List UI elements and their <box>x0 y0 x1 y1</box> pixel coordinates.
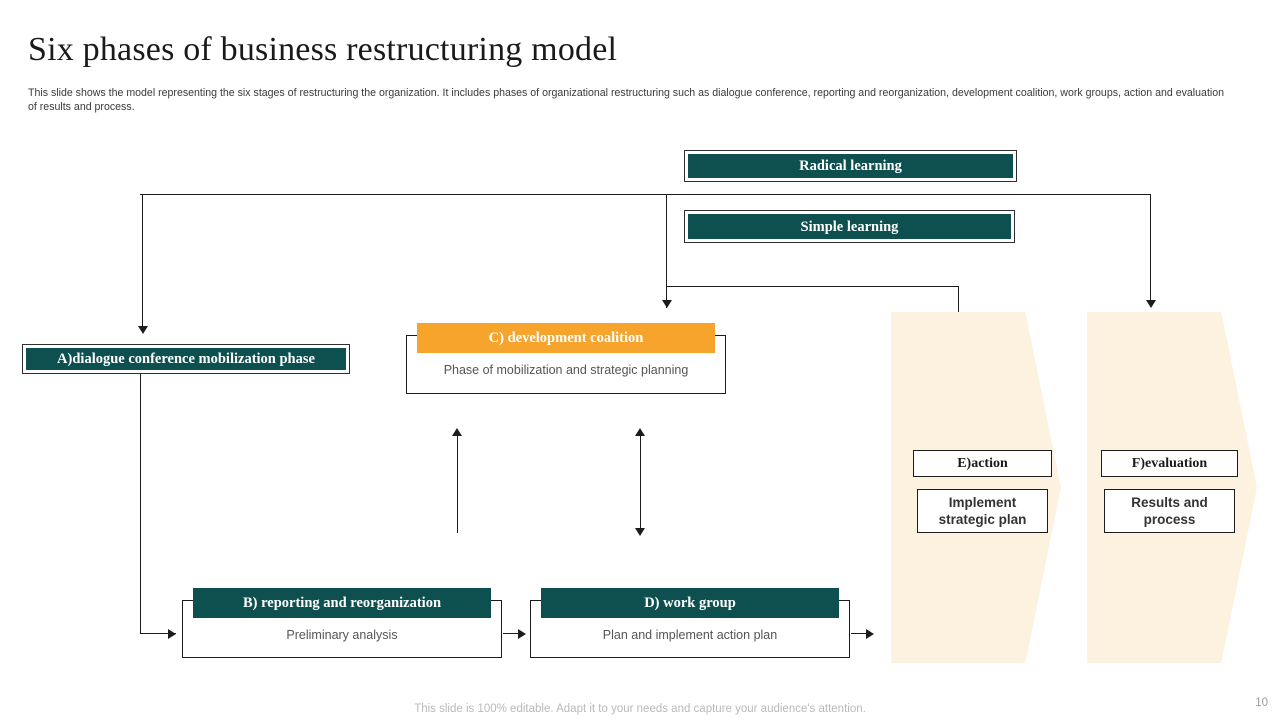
phase-f-title-label: F)evaluation <box>1131 455 1208 471</box>
box-simple-learning[interactable]: Simple learning <box>684 210 1015 243</box>
phase-c-label: C) development coalition <box>417 323 715 353</box>
connector-right-drop <box>1150 194 1151 306</box>
arrow-down-c-to-d <box>635 528 645 536</box>
phase-c-caption: Phase of mobilization and strategic plan… <box>443 363 689 377</box>
phase-e-detail-line1: Implement <box>948 495 1017 510</box>
phase-d-caption: Plan and implement action plan <box>602 628 778 642</box>
connector-center-drop <box>666 194 667 308</box>
connector-b-to-c-vertical <box>457 432 458 533</box>
phase-d-label: D) work group <box>541 588 839 618</box>
connector-d-to-c-vertical <box>640 432 641 535</box>
phase-f-detail-line2: process <box>1143 512 1196 527</box>
page-subtitle: This slide shows the model representing … <box>28 87 1225 113</box>
card-phase-d[interactable]: D) work group Plan and implement action … <box>530 588 850 658</box>
footer-note: This slide is 100% editable. Adapt it to… <box>414 703 866 715</box>
phase-e-title-label: E)action <box>957 455 1008 471</box>
arrow-right-to-phase-d <box>518 629 526 639</box>
box-radical-learning[interactable]: Radical learning <box>684 150 1017 182</box>
box-phase-f-detail[interactable]: Results and process <box>1104 489 1235 533</box>
chevron-phase-e <box>891 312 1061 663</box>
phase-e-detail-line2: strategic plan <box>938 512 1027 527</box>
chevron-phase-f <box>1087 312 1257 663</box>
arrow-up-to-phase-c <box>452 428 462 436</box>
arrow-down-to-phase-f <box>1146 300 1156 308</box>
connector-b-to-d <box>503 633 521 634</box>
connector-a-to-b-horizontal <box>140 633 176 634</box>
connector-down-to-chevron-e <box>958 286 959 314</box>
box-phase-e-detail[interactable]: Implement strategic plan <box>917 489 1048 533</box>
connector-d-to-chevron <box>851 633 869 634</box>
connector-to-phase-a <box>142 194 143 332</box>
phase-a-label: A)dialogue conference mobilization phase <box>26 348 346 370</box>
arrow-right-to-chevron-e <box>866 629 874 639</box>
arrow-down-to-phase-a <box>138 326 148 334</box>
radical-learning-label: Radical learning <box>688 154 1013 178</box>
page-title: Six phases of business restructuring mod… <box>28 31 618 68</box>
page-number: 10 <box>1255 697 1268 709</box>
connector-a-to-b-vertical <box>140 372 141 634</box>
box-phase-f-title[interactable]: F)evaluation <box>1101 450 1238 477</box>
box-phase-e-title[interactable]: E)action <box>913 450 1052 477</box>
arrow-down-to-phase-c <box>662 300 672 308</box>
connector-center-to-right <box>666 286 958 287</box>
box-phase-a[interactable]: A)dialogue conference mobilization phase <box>22 344 350 374</box>
connector-top-spine <box>140 194 1151 195</box>
arrow-right-to-phase-b <box>168 629 176 639</box>
card-phase-b[interactable]: B) reporting and reorganization Prelimin… <box>182 588 502 658</box>
card-phase-c[interactable]: C) development coalition Phase of mobili… <box>406 323 726 394</box>
simple-learning-label: Simple learning <box>688 214 1011 239</box>
phase-b-label: B) reporting and reorganization <box>193 588 491 618</box>
arrow-up-d-to-c <box>635 428 645 436</box>
phase-f-detail-line1: Results and <box>1131 495 1208 510</box>
phase-b-caption: Preliminary analysis <box>286 628 398 642</box>
